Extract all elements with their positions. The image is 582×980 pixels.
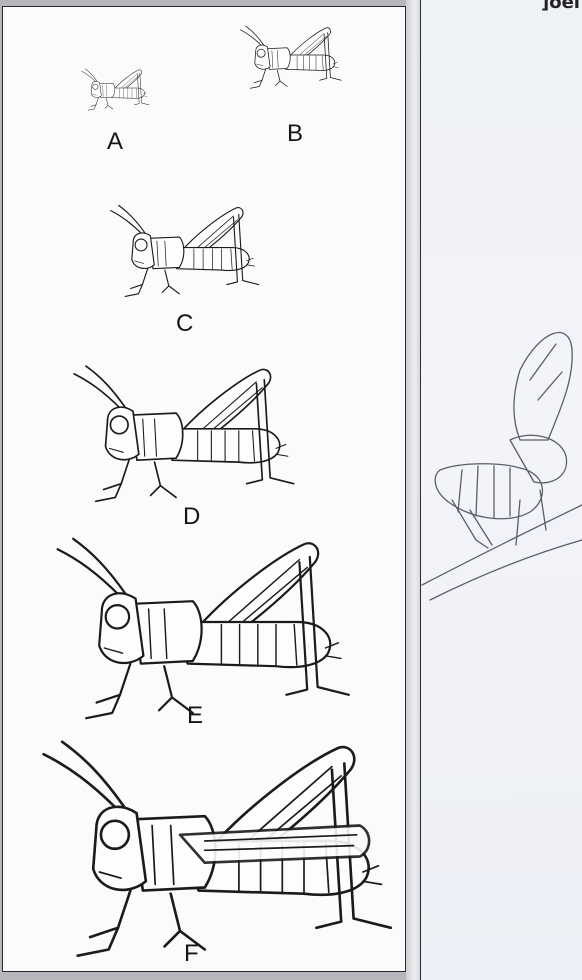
nymph-stage-c-illustration bbox=[111, 205, 259, 296]
stage-label-c: C bbox=[176, 310, 193, 338]
nymph-stage-e-illustration bbox=[58, 539, 349, 718]
nymph-stage-a-illustration bbox=[82, 69, 149, 110]
stage-label-e: E bbox=[187, 702, 203, 730]
molting-grasshopper-illustration bbox=[422, 333, 582, 600]
stage-label-a: A bbox=[107, 128, 123, 156]
stage-label-b: B bbox=[287, 120, 303, 148]
stage-label-f: F bbox=[184, 940, 199, 968]
nymph-stage-b-illustration bbox=[240, 26, 341, 88]
adult-stage-f-illustration bbox=[44, 742, 391, 956]
stage-label-d: D bbox=[183, 503, 200, 531]
nymph-stage-d-illustration bbox=[74, 366, 294, 501]
